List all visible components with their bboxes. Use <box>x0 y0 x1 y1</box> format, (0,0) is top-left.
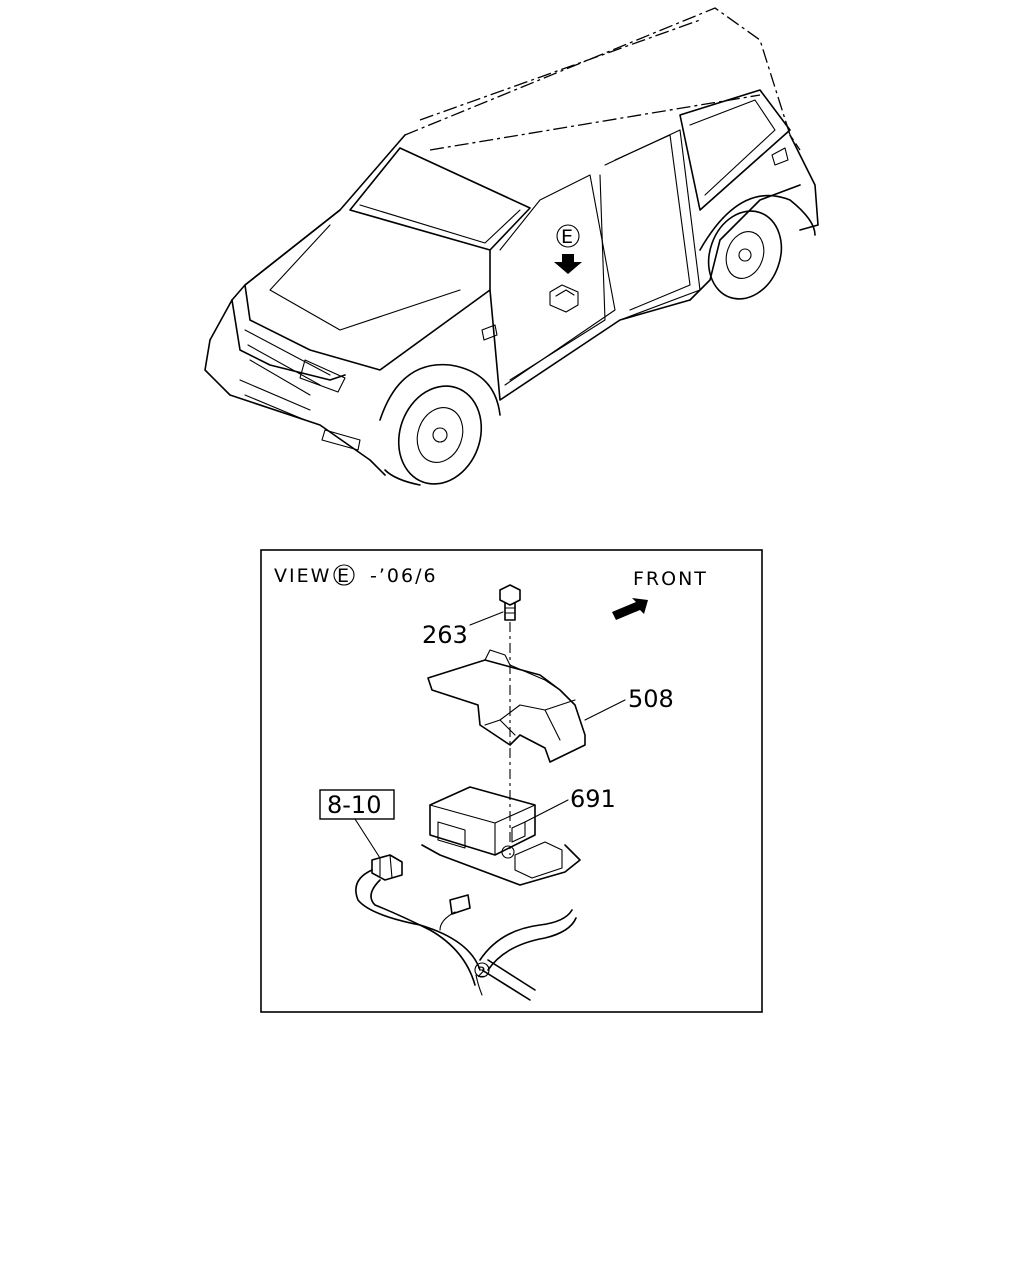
down-arrow-icon <box>554 254 582 274</box>
part-263-label: 263 <box>422 621 468 649</box>
detail-view-frame <box>260 549 763 1013</box>
part-691-label: 691 <box>570 785 616 813</box>
leader-691 <box>524 799 569 823</box>
view-date: -’06/6 <box>370 565 438 587</box>
vehicle-illustration: E <box>204 7 819 486</box>
bracket-508 <box>427 649 586 763</box>
module-691 <box>421 786 581 886</box>
reference-box <box>319 789 395 820</box>
detail-view-marker-letter: E <box>337 565 351 587</box>
wiring-harness <box>355 854 577 1001</box>
front-label: FRONT <box>633 568 708 590</box>
leader-508 <box>584 699 626 721</box>
front-arrow-icon <box>612 598 648 620</box>
part-508-label: 508 <box>628 685 674 713</box>
clip-circle <box>474 962 490 978</box>
leader-ref <box>354 818 381 859</box>
reference-box-label: 8-10 <box>327 791 381 819</box>
view-marker-letter: E <box>561 226 575 248</box>
module-location-icon <box>549 284 579 313</box>
bolt-263 <box>499 584 521 621</box>
view-marker-circle <box>556 224 580 248</box>
clip-label: 2 <box>477 965 486 981</box>
detail-view-marker-circle <box>333 564 355 586</box>
view-label: VIEW <box>274 565 331 587</box>
leader-263 <box>469 611 504 626</box>
